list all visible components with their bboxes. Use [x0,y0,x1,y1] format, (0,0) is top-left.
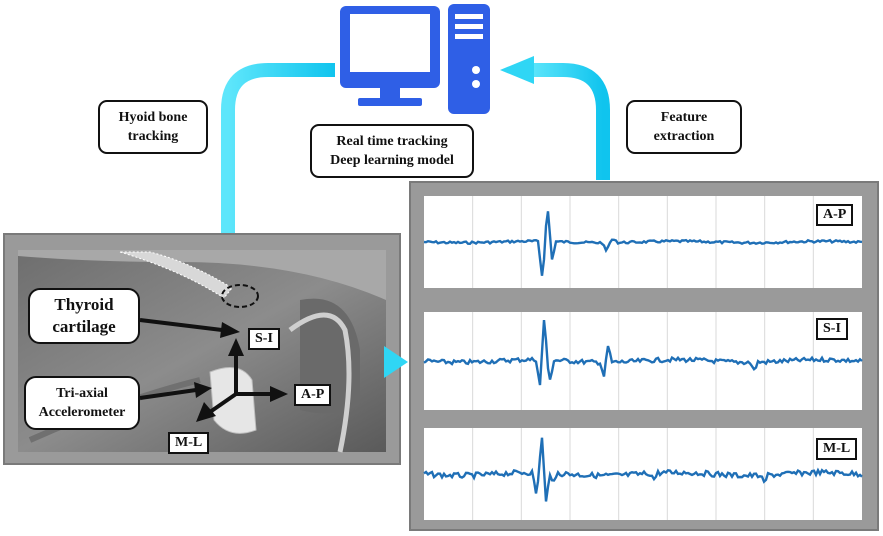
model-label-line2: Deep learning model [330,153,454,168]
model-label: Real time tracking Deep learning model [310,124,474,178]
feature-extraction-label: Feature extraction [626,100,742,154]
signal-tag-ap: A-P [816,204,854,226]
feature-extraction-arrow [500,56,610,180]
axis-label-ml: M-L [168,432,210,454]
signal-trace-2 [423,319,863,386]
model-label-line1: Real time tracking [336,134,448,149]
axis-label-ap: A-P [294,384,332,406]
accelerometer-label: Tri-axial Accelerometer [24,376,140,430]
hyoid-tracking-line1: Hyoid bone [118,110,188,125]
pc-tower-icon [448,4,490,114]
feature-extraction-line1: Feature [660,110,708,125]
signal-plot-2-background [424,312,862,410]
signal-tag-ml: M-L [816,438,858,460]
hyoid-bone-marker [221,284,259,308]
thyroid-pointer-arrow [139,318,240,338]
signal-tag-si: S-I [816,318,848,340]
thyroid-line2: cartilage [52,317,116,336]
thyroid-cartilage-label: Thyroid cartilage [28,288,140,344]
accelerometer-pointer-arrow [139,382,212,400]
hyoid-tracking-line2: tracking [127,129,179,144]
signal-trace-3 [423,437,863,502]
desktop-monitor-icon [340,6,440,106]
feature-extraction-line2: extraction [653,129,715,144]
signal-trace-1 [423,211,863,276]
accel-line2: Accelerometer [38,405,126,420]
coordinate-axes [196,338,288,422]
axis-label-si: S-I [248,328,280,350]
hyoid-tracking-label: Hyoid bone tracking [98,100,208,154]
signal-transfer-arrow [258,346,408,378]
thyroid-line1: Thyroid [54,295,114,314]
accel-line1: Tri-axial [56,386,108,401]
